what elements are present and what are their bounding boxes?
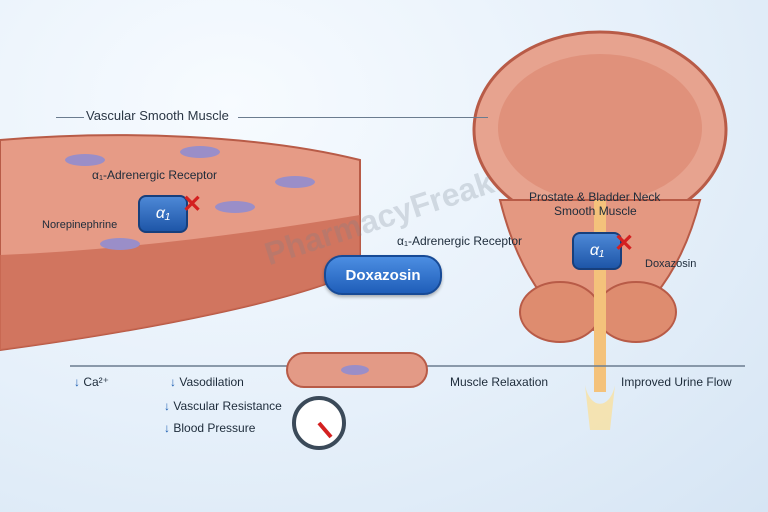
alpha1-receptor-right: α₁ [572,232,622,270]
calcium-label: Ca²⁺ [83,375,110,389]
bp-label: Blood Pressure [173,421,256,435]
gauge-needle [317,421,333,439]
cell-nucleus [100,238,140,250]
norepinephrine-label: Norepinephrine [42,219,118,231]
alpha1-receptor-left: α₁ [138,195,188,233]
cell-nucleus [275,176,315,188]
urine-flow [585,385,615,430]
block-x-left: ✕ [182,191,203,218]
vascular-rule-right [238,117,488,118]
vasodilation-row: ↓ Vasodilation [170,375,244,389]
prostate-lobe [595,281,677,343]
alpha1-receptor-right-label: α₁-Adrenergic Receptor [397,234,523,248]
bp-row: ↓ Blood Pressure [164,421,255,435]
vascular-rule-left [56,117,84,118]
urethra [594,200,606,392]
cell-nucleus [180,146,220,158]
vasodilation-label: Vasodilation [179,375,244,389]
resistance-row: ↓ Vascular Resistance [164,399,282,413]
alpha1-receptor-left-label: α₁-Adrenergic Receptor [92,168,218,182]
down-arrow-icon: ↓ [164,421,170,435]
calcium-row: ↓ Ca²⁺ [74,375,109,389]
resistance-label: Vascular Resistance [173,399,282,413]
muscle-relaxation-label: Muscle Relaxation [450,375,549,389]
cell-nucleus [65,154,105,166]
vessel-wall [0,215,360,350]
prostate-label-1: Prostate & Bladder Neck [529,190,661,204]
down-arrow-icon: ↓ [74,375,80,389]
improved-flow-label: Improved Urine Flow [621,375,732,389]
receptor-symbol-right: α₁ [589,242,605,259]
vascular-label: Vascular Smooth Muscle [86,108,229,123]
doxazosin-right-label: Doxazosin [645,258,697,270]
prostate-lobe [519,281,601,343]
down-arrow-icon: ↓ [164,399,170,413]
cell-nucleus [215,201,255,213]
block-x-right: ✕ [614,230,635,257]
receptor-symbol-left: α₁ [155,205,171,222]
down-arrow-icon: ↓ [170,375,176,389]
vessel-nucleus [341,365,369,375]
prostate-label-2: Smooth Muscle [554,204,637,218]
bladder-lumen [498,54,702,202]
doxazosin-pill: Doxazosin [324,255,442,295]
